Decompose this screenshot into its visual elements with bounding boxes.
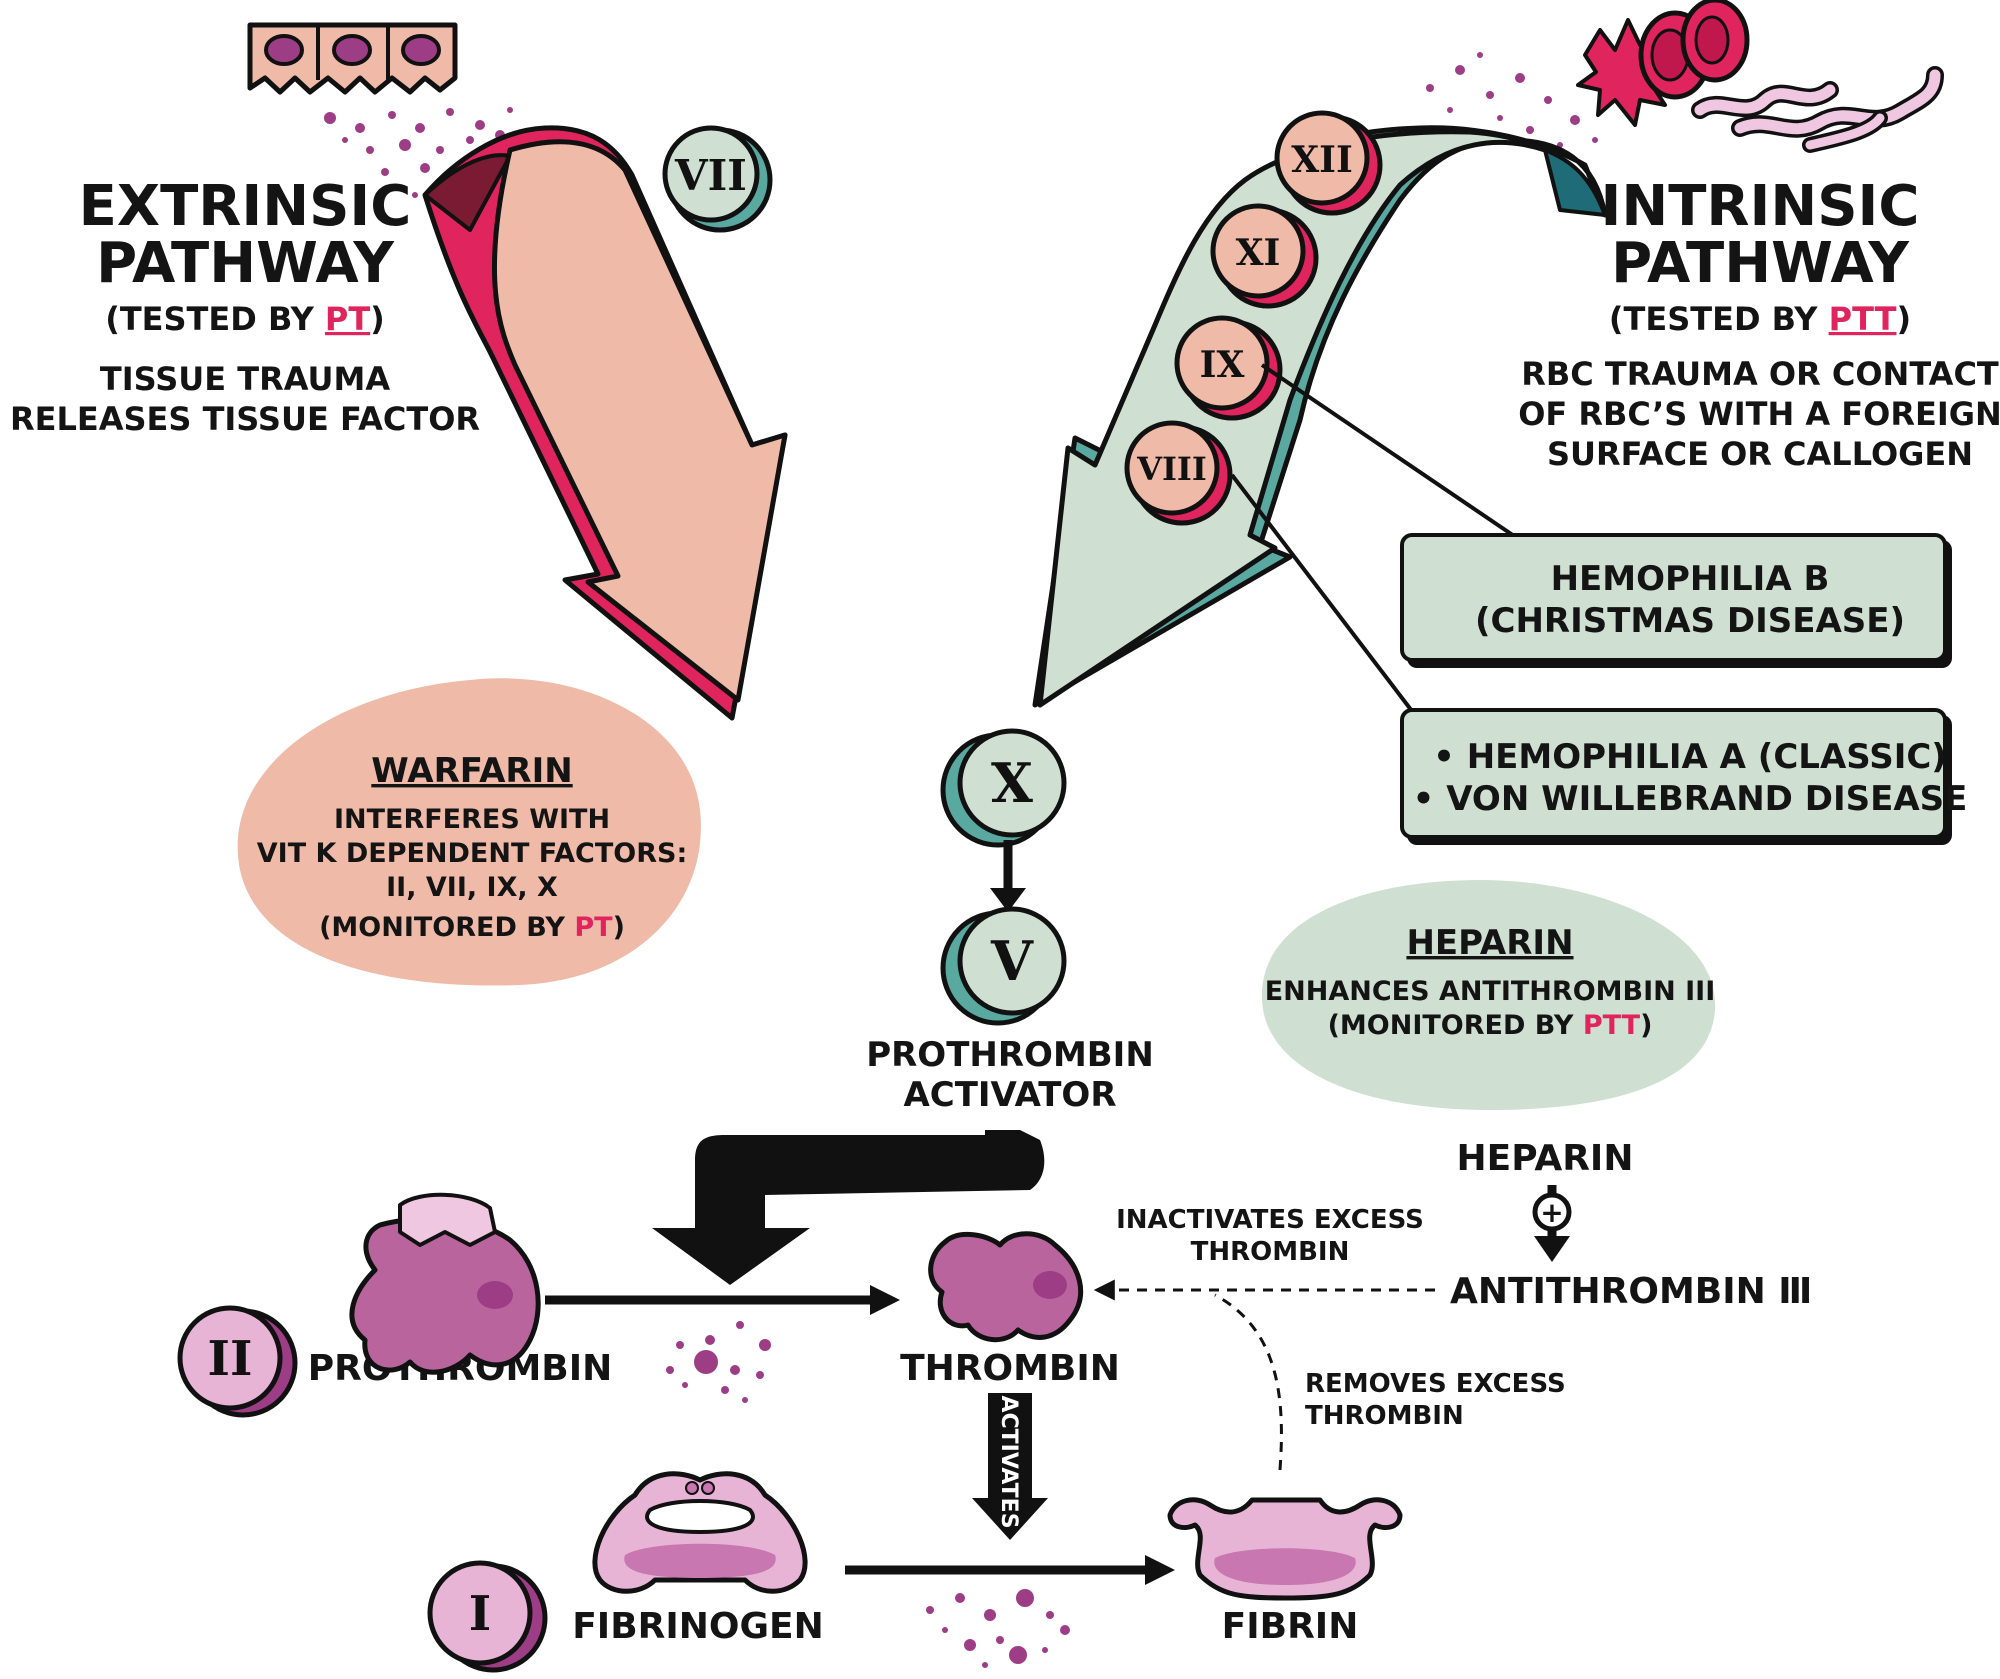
intrinsic-desc-line3: SURFACE OR CALLOGEN [1547, 435, 1973, 473]
factor-i-coin: I [427, 1560, 548, 1673]
tissue-cells-icon [247, 22, 458, 95]
factor-x-coin: X [940, 728, 1067, 848]
plus-icon: + [1540, 1196, 1563, 1229]
activates-label: ACTIVATES [996, 1395, 1021, 1528]
intrinsic-title-line2: PATHWAY [1611, 231, 1910, 296]
factor-viii-label: VIII [1136, 450, 1207, 488]
factor-xii-label: XII [1291, 139, 1353, 181]
factor-xi-coin: XI [1210, 203, 1319, 309]
factor-x-label: X [991, 751, 1033, 815]
intrinsic-pathway-arrow: XII XI IX VIII [1032, 110, 1608, 708]
inactivates-line2: THROMBIN [1191, 1237, 1350, 1267]
warfarin-line3: II, VII, IX, X [386, 872, 558, 903]
hemophilia-b-line1: HEMOPHILIA B [1551, 559, 1830, 599]
hemophilia-a-vwd-box: • HEMOPHILIA A (CLASSIC) • VON WILLEBRAN… [1400, 708, 1968, 845]
extrinsic-title-line2: PATHWAY [96, 231, 395, 296]
extrinsic-title-line1: EXTRINSIC [79, 174, 412, 239]
factor-ii-coin: II [177, 1305, 298, 1418]
intrinsic-text: INTRINSIC PATHWAY (TESTED BY PTT) RBC TR… [1518, 174, 2000, 473]
fibrin-label: FIBRIN [1222, 1606, 1359, 1647]
prothrombin-activator-line2: ACTIVATOR [903, 1075, 1116, 1115]
warfarin-line1: INTERFERES WITH [334, 804, 610, 835]
collagen-fibers-icon [1691, 66, 1944, 153]
prothrombin-to-thrombin-arrow [545, 1285, 900, 1315]
fibrinogen-label: FIBRINOGEN [572, 1606, 824, 1647]
fibrinogen-to-fibrin-arrow [845, 1555, 1175, 1585]
factor-vii-label: VII [674, 151, 747, 200]
intrinsic-desc-line2: OF RBC’S WITH A FOREIGN [1518, 395, 2000, 433]
rbc-icon [1576, 0, 1750, 127]
factor-v-coin: V [940, 906, 1067, 1026]
extrinsic-desc-line2: RELEASES TISSUE FACTOR [10, 400, 480, 438]
extrinsic-pathway-arrow: VII [422, 125, 788, 721]
intrinsic-desc-line1: RBC TRAUMA OR CONTACT [1521, 355, 1999, 393]
heparin-label: HEPARIN [1457, 1138, 1634, 1179]
thrombin-molecule-icon [928, 1231, 1084, 1343]
heparin-title: HEPARIN [1406, 923, 1573, 963]
prothrombin-activator-line1: PROTHROMBIN [866, 1035, 1154, 1075]
activation-dots-2 [926, 1589, 1070, 1668]
factor-v-label: V [990, 929, 1034, 993]
fibrinogen-molecule-icon [592, 1471, 808, 1594]
factor-ii-label: II [208, 1331, 253, 1387]
intrinsic-title-line1: INTRINSIC [1601, 174, 1920, 239]
factor-i-label: I [469, 1586, 491, 1642]
prothrombin-molecule-icon [349, 1192, 541, 1375]
hemophilia-b-line2: (CHRISTMAS DISEASE) [1475, 601, 1905, 641]
factor-xii-coin: XII [1274, 110, 1383, 216]
extrinsic-desc-line1: TISSUE TRAUMA [100, 360, 390, 398]
thrombin-label: THROMBIN [900, 1348, 1120, 1389]
removes-line2: THROMBIN [1305, 1401, 1464, 1431]
rbc-dots [1426, 52, 1598, 148]
activation-dots-1 [666, 1321, 771, 1403]
warfarin-monitored: (MONITORED BY PT) [319, 912, 625, 943]
intrinsic-tested-by: (TESTED BY PTT) [1609, 300, 1911, 338]
prothrombin-activator-arrow [652, 1130, 1045, 1285]
fibrin-molecule-icon [1167, 1497, 1403, 1601]
heparin-to-antithrombin-arrow: + [1532, 1185, 1572, 1262]
heparin-line1: ENHANCES ANTITHROMBIN III [1265, 976, 1716, 1007]
factor-ix-label: IX [1200, 344, 1245, 386]
x-to-v-arrow [990, 840, 1026, 912]
activates-arrow: ACTIVATES [972, 1393, 1048, 1540]
hemophilia-a-line: • HEMOPHILIA A (CLASSIC) [1433, 737, 1947, 777]
warfarin-title: WARFARIN [371, 751, 572, 791]
antithrombin-label: ANTITHROMBIN Ⅲ [1450, 1271, 1812, 1312]
hemophilia-b-box: HEMOPHILIA B (CHRISTMAS DISEASE) [1400, 533, 1952, 668]
warfarin-note: WARFARIN INTERFERES WITH VIT K DEPENDENT… [237, 678, 701, 986]
removes-line1: REMOVES EXCESS [1305, 1369, 1566, 1399]
extrinsic-tested-by: (TESTED BY PT) [105, 300, 385, 338]
heparin-monitored: (MONITORED BY PTT) [1328, 1010, 1653, 1041]
extrinsic-text: EXTRINSIC PATHWAY (TESTED BY PT) TISSUE … [10, 174, 480, 438]
heparin-note: HEPARIN ENHANCES ANTITHROMBIN III (MONIT… [1261, 880, 1716, 1110]
factor-xi-label: XI [1236, 232, 1281, 274]
inactivation-dashed-arrow [1093, 1279, 1435, 1471]
warfarin-line2: VIT K DEPENDENT FACTORS: [257, 838, 688, 869]
factor-viii-coin: VIII [1124, 420, 1233, 526]
disease-connector-lines [1230, 363, 1522, 717]
inactivates-line1: INACTIVATES EXCESS [1116, 1205, 1424, 1235]
von-willebrand-line: • VON WILLEBRAND DISEASE [1413, 779, 1968, 819]
factor-ix-coin: IX [1174, 315, 1283, 421]
